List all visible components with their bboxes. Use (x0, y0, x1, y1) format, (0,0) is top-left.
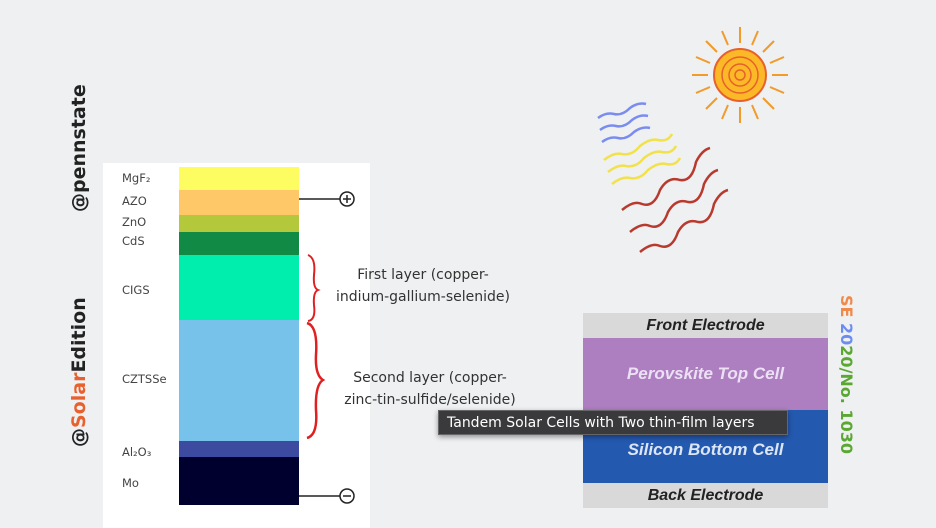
front-electrode: Front Electrode (583, 313, 828, 338)
tooltip: Tandem Solar Cells with Two thin-film la… (438, 410, 788, 435)
layer-mo (179, 457, 299, 505)
layer-label: MgF₂ (122, 171, 151, 185)
light-waves-icon (597, 102, 729, 253)
edition-tag-year-start: 20 (837, 323, 856, 346)
edition-tag-number: 20/No. 1030 (837, 345, 856, 454)
perovskite-top-cell: Perovskite Top Cell (583, 338, 828, 410)
first-layer-line-2: indium-gallium-selenide) (336, 289, 510, 305)
back-electrode: Back Electrode (583, 483, 828, 508)
first-layer-brace (307, 254, 321, 322)
layer-mgf2 (179, 167, 299, 190)
layer-al2o3 (179, 441, 299, 457)
edition-tag: SE 2020/No. 1030 (837, 295, 856, 454)
layer-cds (179, 232, 299, 255)
first-layer-line-1: First layer (copper- (357, 267, 489, 283)
positive-terminal (299, 191, 355, 207)
layer-label: AZO (122, 194, 147, 208)
first-layer-description: First layer (copper- indium-gallium-sele… (318, 264, 528, 308)
edition-tag-se: SE (837, 295, 856, 318)
second-layer-line-1: Second layer (copper- (353, 370, 507, 386)
second-layer-line-2: zinc-tin-sulfide/selenide) (344, 392, 516, 408)
second-layer-description: Second layer (copper- zinc-tin-sulfide/s… (325, 367, 535, 411)
layer-label: CZTSSe (122, 372, 167, 386)
negative-terminal (299, 488, 355, 504)
sun-icon (692, 27, 788, 123)
layer-label: Al₂O₃ (122, 445, 152, 459)
layer-cztsse (179, 320, 299, 441)
layer-label: Mo (122, 476, 139, 490)
second-layer-brace (306, 321, 326, 440)
layer-label: CdS (122, 234, 145, 248)
layer-azo (179, 190, 299, 215)
layer-zno (179, 215, 299, 232)
layer-cigs (179, 255, 299, 320)
layer-label: CIGS (122, 283, 150, 297)
layer-label: ZnO (122, 215, 147, 229)
